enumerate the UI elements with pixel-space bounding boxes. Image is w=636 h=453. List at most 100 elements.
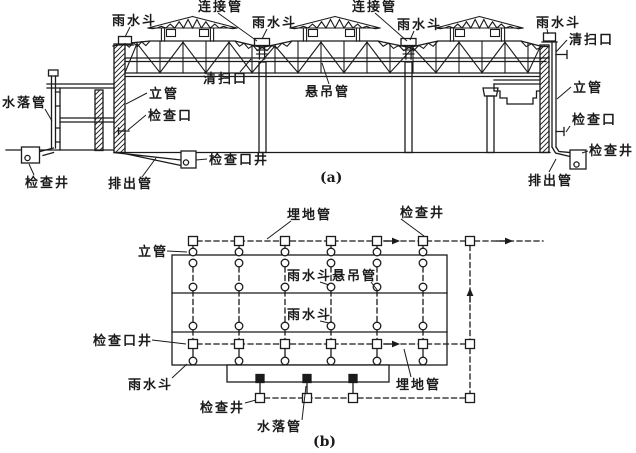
- inspection-well-square: [325, 235, 337, 247]
- label-rain-hopper-left: 雨水斗: [112, 13, 157, 29]
- monitor-roof-slope: [191, 15, 238, 29]
- flow-arrow-head: [392, 340, 400, 348]
- inspection-well-left-box: [20, 146, 41, 164]
- inspection-opening-well-square: [371, 338, 383, 350]
- hatch-line: [113, 87, 126, 100]
- hatch-line: [94, 116, 104, 126]
- leader-discharge-pipe-mid: [141, 157, 157, 178]
- annex-roof: [46, 83, 115, 89]
- downspout-brackets: [54, 91, 61, 143]
- inspection-well-square: [279, 235, 291, 247]
- label-inspection-opening-right: 检查口: [572, 112, 617, 128]
- leader-plan-rain-hopper-top: [319, 281, 330, 286]
- inspection-well-square: [347, 392, 359, 404]
- label-connecting-pipe-2: 连接管: [352, 0, 397, 15]
- truss-diagonal: [412, 47, 437, 74]
- ground-line: [5, 149, 551, 154]
- label-downspout: 水落管: [2, 95, 47, 111]
- label-plan-inspection-opening-well: 检查口井: [93, 333, 153, 349]
- truss-bottom-chord: [124, 72, 541, 78]
- hatch-line: [539, 100, 550, 111]
- rain-hopper-circle: [234, 356, 244, 366]
- leader-rain-hopper-right: [546, 28, 549, 35]
- leader-inspection-opening-left: [127, 114, 147, 131]
- hatch-line: [113, 137, 126, 150]
- inspection-well-square: [371, 235, 383, 247]
- leader-plan-inspection-well-top: [400, 218, 425, 237]
- label-rain-hopper-mid2: 雨水斗: [397, 17, 442, 33]
- monitor-louver: [198, 28, 210, 38]
- downspout-square: [255, 373, 265, 384]
- rain-hopper-funnel: [400, 37, 417, 47]
- hatch-line: [539, 120, 550, 131]
- suspended-pipe-line: [124, 57, 550, 63]
- leader-suspended-pipe: [321, 62, 330, 85]
- hatch-line: [94, 106, 104, 116]
- inspection-well-square: [301, 392, 313, 404]
- label-rain-hopper-mid1: 雨水斗: [252, 15, 297, 31]
- interior-column-1: [258, 61, 267, 154]
- inspection-opening-well-square: [325, 338, 337, 350]
- label-plan-suspended-pipe: 悬吊管: [332, 268, 377, 284]
- label-rain-hopper-right: 雨水斗: [536, 15, 581, 31]
- hatch-line: [113, 62, 126, 75]
- hatch-line: [113, 122, 126, 135]
- hatch-line: [113, 92, 126, 105]
- caption-b: (b): [313, 434, 336, 450]
- inspection-well-square: [464, 392, 476, 404]
- riser-circle: [372, 247, 382, 257]
- flow-arrow-head: [392, 237, 400, 245]
- rain-hopper-circle: [326, 321, 336, 331]
- hatch-line: [539, 80, 550, 91]
- riser-right-pipe: [551, 41, 557, 148]
- hatch-line: [113, 117, 126, 130]
- hatch-line: [539, 125, 550, 136]
- plan-generated: [187, 235, 544, 404]
- label-plan-rain-hopper-bottom: 雨水斗: [128, 377, 173, 393]
- monitor-louver: [307, 28, 319, 38]
- inspection-opening-well-box: [180, 150, 197, 169]
- inspection-opening-well-square: [417, 338, 429, 350]
- hatch-line: [119, 147, 126, 154]
- label-cleanout-mid: 清扫口: [203, 71, 248, 87]
- rain-hopper-circle: [418, 321, 428, 331]
- rain-hopper-circle: [372, 282, 382, 292]
- rain-hopper-circle: [234, 258, 244, 268]
- label-plan-inspection-well-bottom: 检查井: [200, 400, 245, 416]
- rain-hopper-circle: [372, 356, 382, 366]
- monitor-louver: [489, 28, 501, 38]
- hatch-line: [98, 146, 104, 152]
- truss-diagonal: [481, 41, 506, 74]
- plan-section: [171, 254, 448, 383]
- truss-diagonal: [182, 41, 207, 74]
- rain-hopper-circle: [234, 321, 244, 331]
- caption-a: (a): [320, 170, 342, 186]
- hatch-line: [94, 136, 104, 146]
- hatch-line: [539, 95, 550, 106]
- hatch-line: [94, 89, 101, 96]
- label-plan-rain-hopper-mid: 雨水斗: [287, 307, 332, 323]
- inspection-well-square: [187, 235, 199, 247]
- monitor-louver: [344, 28, 356, 38]
- leader-inspection-well-right: [581, 150, 589, 154]
- hatch-line: [113, 77, 126, 90]
- inspection-well-right-outlet: [573, 161, 580, 168]
- hatch-line: [94, 91, 104, 101]
- lower-roof-beam-top: [493, 79, 541, 85]
- elevation-section: [5, 32, 587, 170]
- leader-inspection-well-left: [28, 163, 35, 176]
- monitor-roof-slope: [478, 15, 524, 29]
- truss-diagonal: [389, 47, 414, 74]
- hatch-line: [113, 52, 126, 65]
- rain-hopper-circle: [188, 356, 198, 366]
- discharge-pipe-mid-lines: [113, 151, 182, 167]
- rain-hopper-circle: [326, 258, 336, 268]
- inspection-well-square: [464, 338, 476, 350]
- monitor-roof-truss: [289, 18, 381, 30]
- hatch-line: [539, 60, 550, 71]
- roof-deck-truss: [234, 40, 263, 52]
- rain-hopper-circle: [188, 321, 198, 331]
- rain-hopper-right-funnel: [542, 32, 557, 42]
